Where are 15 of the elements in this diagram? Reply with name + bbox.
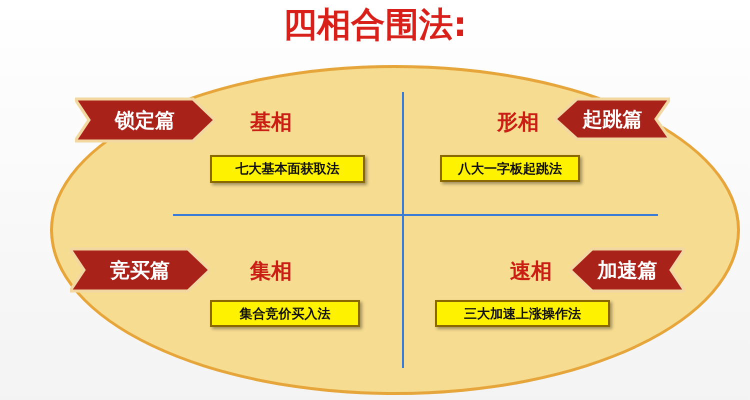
chapter-banner: [555, 95, 670, 143]
banner-text: 加速篇: [598, 256, 658, 284]
quadrant-heading: 形相: [497, 109, 539, 136]
quadrant-heading: 基相: [250, 109, 292, 136]
method-box: 集合竞价买入法: [210, 300, 360, 327]
method-box: 七大基本面获取法: [210, 155, 365, 183]
banner-text: 起跳篇: [582, 106, 642, 132]
method-box: 八大一字板起跳法: [440, 155, 580, 182]
quadrant-heading: 集相: [250, 258, 292, 285]
banner-text: 竞买篇: [110, 256, 170, 284]
chapter-banner: [75, 95, 215, 145]
banner-text: 锁定篇: [115, 106, 175, 134]
quadrant-heading: 速相: [510, 258, 552, 285]
title: 四相合围法:: [282, 4, 468, 47]
method-box: 三大加速上涨操作法: [435, 300, 610, 327]
